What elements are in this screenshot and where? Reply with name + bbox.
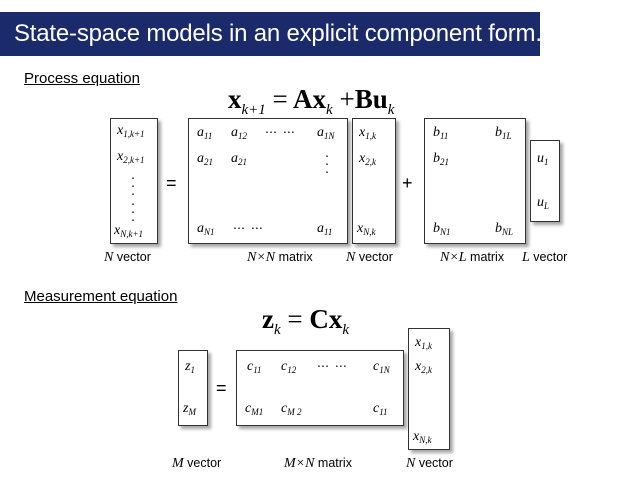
matrix-entry: cM1 [245,401,264,417]
vector-entry: x2,k [359,151,376,167]
label-vector-u: L vector [522,250,568,265]
horizontal-dots: ⋯ ⋯ [233,221,264,235]
vector-entry: x1,k [415,335,432,351]
matrix-B: b11 b1L b21 bN1 bNL [424,118,526,244]
eq-equals: = [272,84,288,114]
vertical-dots: ... [325,146,329,176]
measurement-heading: Measurement equation [24,288,178,305]
label-lhs-vector: N vector [104,250,151,265]
vector-entry: x2,k [415,359,432,375]
matrix-C: c11 c12 ⋯ ⋯ c1N cM1 cM 2 c11 [236,350,404,426]
eq-C: C [309,304,329,334]
matrix-entry: a21 [197,151,213,167]
eq-A: A [293,84,313,114]
matrix-entry: bNL [495,221,514,237]
vertical-dots: ... [131,194,135,224]
label-matrix-A: N×N matrix [247,250,313,265]
eq-x: x [328,304,343,334]
vector-entry: z1 [185,359,195,375]
vector-entry: xN,k+1 [114,223,144,239]
matrix-entry: aN1 [197,221,215,237]
eq-B: B [354,84,373,114]
label-vector-z: M vector [172,456,222,471]
vector-entry: zM [183,401,196,417]
matrix-A: a11 a12 ⋯ ⋯ a1N a21 a21 ... aN1 ⋯ ⋯ a11 [188,118,348,244]
measurement-equation: zk = Cxk [262,304,349,339]
horizontal-dots: ⋯ ⋯ [265,125,296,139]
eq-x: x [312,84,327,114]
eq-x-sub: k [342,322,350,338]
matrix-entry: b11 [433,125,449,141]
matrix-entry: cM 2 [281,401,302,417]
label-vector-x: N vector [346,250,393,265]
process-equation: xk+1 = Axk +Buk [228,84,394,119]
lhs-vector: x1,k+1 x2,k+1 ... ... xN,k+1 [110,118,158,244]
matrix-entry: b1L [495,125,512,141]
slide-title: State-space models in an explicit compon… [14,20,542,47]
vector-entry: x1,k [359,125,376,141]
matrix-entry: bN1 [433,221,451,237]
matrix-entry: a11 [317,221,333,237]
eq-plus: + [339,84,355,114]
eq-lhs-sub: k+1 [241,102,266,118]
matrix-entry: c11 [247,359,262,375]
eq-u-sub: k [387,102,395,118]
matrix-entry: b21 [433,151,449,167]
vertical-dots: ... [131,168,135,198]
measurement-vector-x: x1,k x2,k xN,k [408,328,450,450]
process-equals-sign: = [166,173,177,193]
eq-x-sub: k [326,102,333,118]
eq-z: z [262,304,274,334]
label-matrix-B: N×L matrix [440,250,505,265]
matrix-entry: a12 [231,125,247,141]
eq-lhs: x [228,84,242,114]
matrix-entry: a1N [317,125,335,141]
process-plus-sign: + [402,173,413,193]
matrix-entry: a21 [231,151,247,167]
eq-equals: = [287,304,303,334]
matrix-entry: c12 [281,359,297,375]
measurement-equals-sign: = [216,378,227,398]
vector-entry: uL [537,195,550,211]
vector-entry: u1 [537,151,549,167]
matrix-entry: a11 [197,125,213,141]
vector-entry: xN,k [357,221,376,237]
vector-x: x1,k x2,k xN,k [352,118,396,244]
eq-u: u [372,84,388,114]
eq-z-sub: k [273,322,281,338]
vector-entry: xN,k [413,429,432,445]
vector-z: z1 zM [178,350,208,426]
process-heading: Process equation [24,70,140,87]
vector-entry: x2,k+1 [117,149,145,165]
matrix-entry: c11 [373,401,388,417]
label-matrix-C: M×N matrix [284,456,352,471]
vector-entry: x1,k+1 [117,123,145,139]
label-measurement-vector-x: N vector [406,456,453,471]
horizontal-dots: ⋯ ⋯ [317,359,348,373]
title-bar: State-space models in an explicit compon… [0,12,542,56]
matrix-entry: c1N [373,359,390,375]
vector-u: u1 uL [530,140,560,222]
